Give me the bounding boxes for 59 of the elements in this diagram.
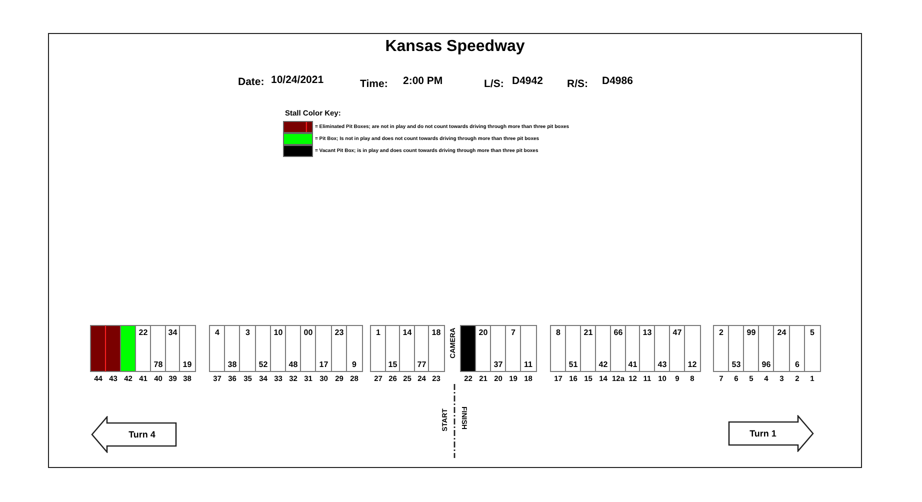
car-number: 47 — [672, 328, 682, 337]
pit-stall — [684, 325, 700, 372]
car-number: 77 — [417, 360, 426, 369]
field-value: D4942 — [512, 74, 543, 88]
field-value: 2:00 PM — [403, 74, 443, 88]
car-number: 43 — [658, 360, 667, 369]
block-arrow — [728, 415, 814, 452]
car-number: 8 — [556, 328, 560, 337]
car-number: 12 — [688, 360, 697, 369]
turn-label: Turn 4 — [128, 429, 156, 440]
car-number: 22 — [138, 328, 148, 337]
car-number: 5 — [810, 328, 814, 337]
car-number: 2 — [719, 328, 724, 337]
pit-stall — [804, 325, 820, 372]
car-number: 51 — [568, 360, 578, 369]
block-arrow — [91, 416, 177, 453]
car-number: 10 — [274, 328, 283, 337]
car-number: 21 — [584, 328, 593, 337]
car-number: 24 — [777, 328, 786, 337]
field-label: L/S: — [484, 78, 504, 90]
field-value: D4986 — [602, 74, 633, 88]
car-number: 15 — [388, 360, 398, 369]
car-number: 20 — [478, 328, 488, 337]
car-number: 18 — [432, 328, 441, 337]
car-number: 99 — [746, 328, 756, 337]
page-title: Kansas Speedway — [385, 37, 525, 56]
pit-stall — [520, 325, 536, 372]
car-number: 13 — [642, 328, 652, 337]
field-label: Date: — [238, 76, 264, 88]
car-number: 42 — [598, 360, 608, 369]
car-number: 4 — [215, 328, 220, 337]
car-number: 23 — [334, 328, 344, 337]
car-number: 48 — [288, 360, 298, 369]
car-number: 34 — [168, 328, 178, 337]
car-number: 14 — [402, 328, 412, 337]
car-number: 9 — [352, 360, 356, 369]
turn-label: Turn 1 — [750, 428, 776, 439]
car-number: 96 — [762, 360, 771, 369]
car-number: 00 — [304, 328, 313, 337]
car-number: 17 — [319, 360, 328, 369]
car-number: 6 — [795, 360, 800, 369]
pit-stall — [346, 325, 362, 372]
field-label: Time: — [360, 78, 388, 90]
field-value: 10/24/2021 — [271, 74, 324, 86]
car-number: 37 — [494, 360, 503, 369]
car-number: 3 — [246, 328, 250, 337]
car-number: 52 — [258, 360, 268, 369]
pit-stall — [428, 325, 444, 372]
car-number: 11 — [524, 360, 532, 369]
car-number: 41 — [628, 360, 638, 369]
car-number: 78 — [154, 360, 163, 369]
car-number: 53 — [732, 360, 741, 369]
car-number: 7 — [511, 328, 516, 337]
car-number: 19 — [182, 360, 192, 369]
car-number: 66 — [614, 328, 623, 337]
field-label: R/S: — [567, 78, 588, 90]
car-number: 38 — [228, 360, 237, 369]
car-number: 1 — [376, 328, 380, 337]
pit-stall — [179, 325, 196, 372]
